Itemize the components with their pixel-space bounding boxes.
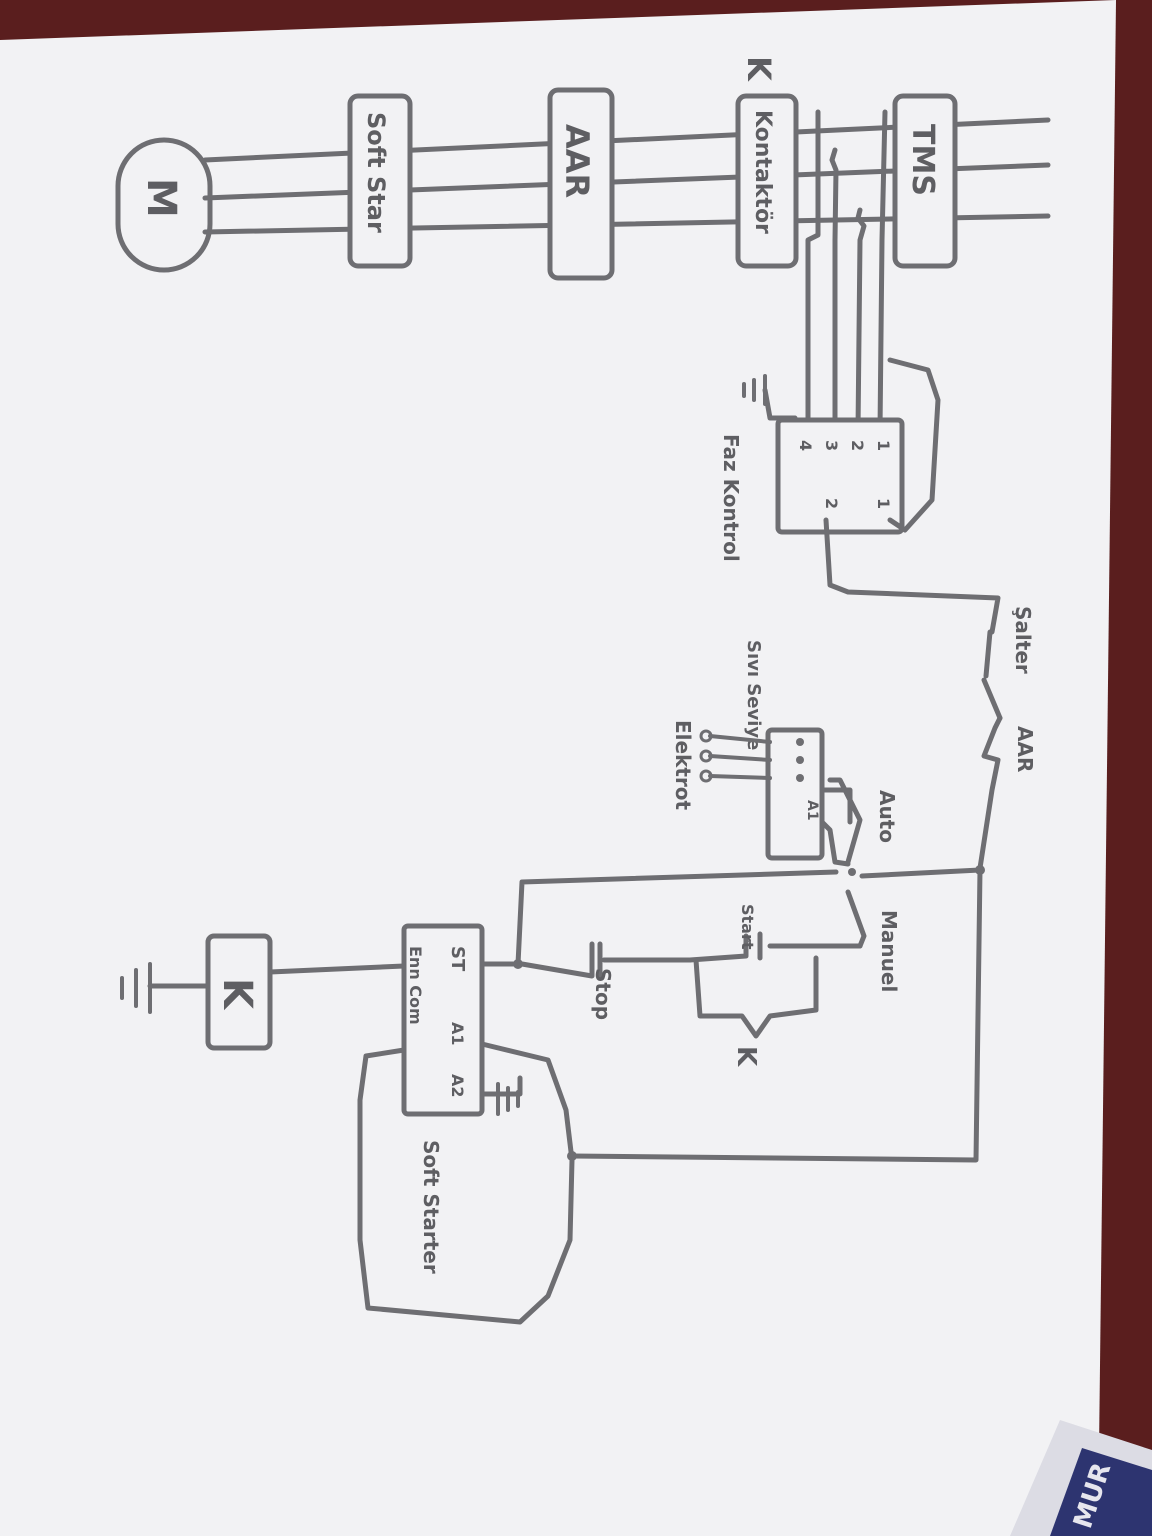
start-line <box>687 931 863 963</box>
k-coil: K <box>205 933 273 1051</box>
ground-k-coil <box>120 962 211 1014</box>
enn-to-coil-wire <box>267 963 407 975</box>
faz-pin-4: 4 <box>796 440 815 451</box>
manuel-arm <box>845 889 867 949</box>
faz-loop-wire <box>887 357 941 533</box>
salter-switch <box>981 629 1003 721</box>
motor-label: M <box>138 178 184 218</box>
kontaktor-label: Kontaktör <box>750 110 775 234</box>
stop-label: Stop <box>591 968 615 1020</box>
faz-out-1: 1 <box>874 498 893 509</box>
return-wire <box>569 867 983 1163</box>
tms-block: TMS <box>892 93 958 269</box>
k-contact-label: K <box>731 1046 761 1067</box>
tap-wire-4 <box>877 109 888 433</box>
elektrot-probes <box>699 729 772 783</box>
corner-object: MUR <box>1010 1420 1152 1536</box>
aar-contact-label: AAR <box>1013 726 1037 772</box>
soft-starter-control-block: ST A1 A2 Enn Com <box>401 923 485 1117</box>
tap-wire-1 <box>805 109 821 433</box>
soft-starter-label: Soft Starter <box>419 1140 443 1274</box>
aar-block-label: AAR <box>558 124 596 198</box>
enn-com-label: Enn Com <box>406 946 425 1025</box>
a1-label: A1 <box>448 1022 467 1046</box>
ground-a2 <box>479 1075 523 1116</box>
st-label: ST <box>447 946 468 972</box>
k-seal-loop <box>693 955 819 1039</box>
aar-contact <box>977 715 1003 871</box>
tap-wire-3 <box>855 207 867 433</box>
elektrot-label: Elektrot <box>671 720 695 811</box>
faz-pin-2: 2 <box>848 440 867 451</box>
kontaktor-block: Kontaktör <box>735 93 799 269</box>
k-top-label: K <box>740 56 778 82</box>
salter-label: Şalter <box>1011 606 1035 674</box>
soft-star-label: Soft Star <box>362 112 390 233</box>
auto-label: Auto <box>875 790 899 843</box>
motor: M <box>115 137 213 273</box>
faz-kontrol-label: Faz Kontrol <box>719 434 743 562</box>
sivi-seviye-label: Sıvı Seviye <box>743 640 764 750</box>
faz-pin-3: 3 <box>822 440 841 451</box>
sivi-feed-wire <box>819 787 853 867</box>
faz-kontrol-block: 1 2 3 4 1 2 <box>775 417 905 535</box>
stop-line <box>519 941 693 979</box>
auto-branch-wire <box>515 869 839 967</box>
sivi-seviye-block: A1 <box>765 727 825 861</box>
start-label: Start <box>738 904 757 950</box>
tap-wire-2 <box>829 147 839 433</box>
soft-starter-loop <box>357 1041 575 1325</box>
tms-label: TMS <box>905 124 940 196</box>
soft-star-block: Soft Star <box>347 93 413 269</box>
manuel-label: Manuel <box>877 910 901 992</box>
faz-to-salter-wire <box>823 517 1001 635</box>
faz-out-2: 2 <box>822 498 841 509</box>
selector-line <box>859 867 983 879</box>
faz-pin-1: 1 <box>874 440 893 451</box>
aar-block: AAR <box>547 87 615 281</box>
sivi-a1: A1 <box>804 800 820 821</box>
a2-label: A2 <box>448 1074 467 1098</box>
k-coil-label: K <box>214 978 260 1011</box>
